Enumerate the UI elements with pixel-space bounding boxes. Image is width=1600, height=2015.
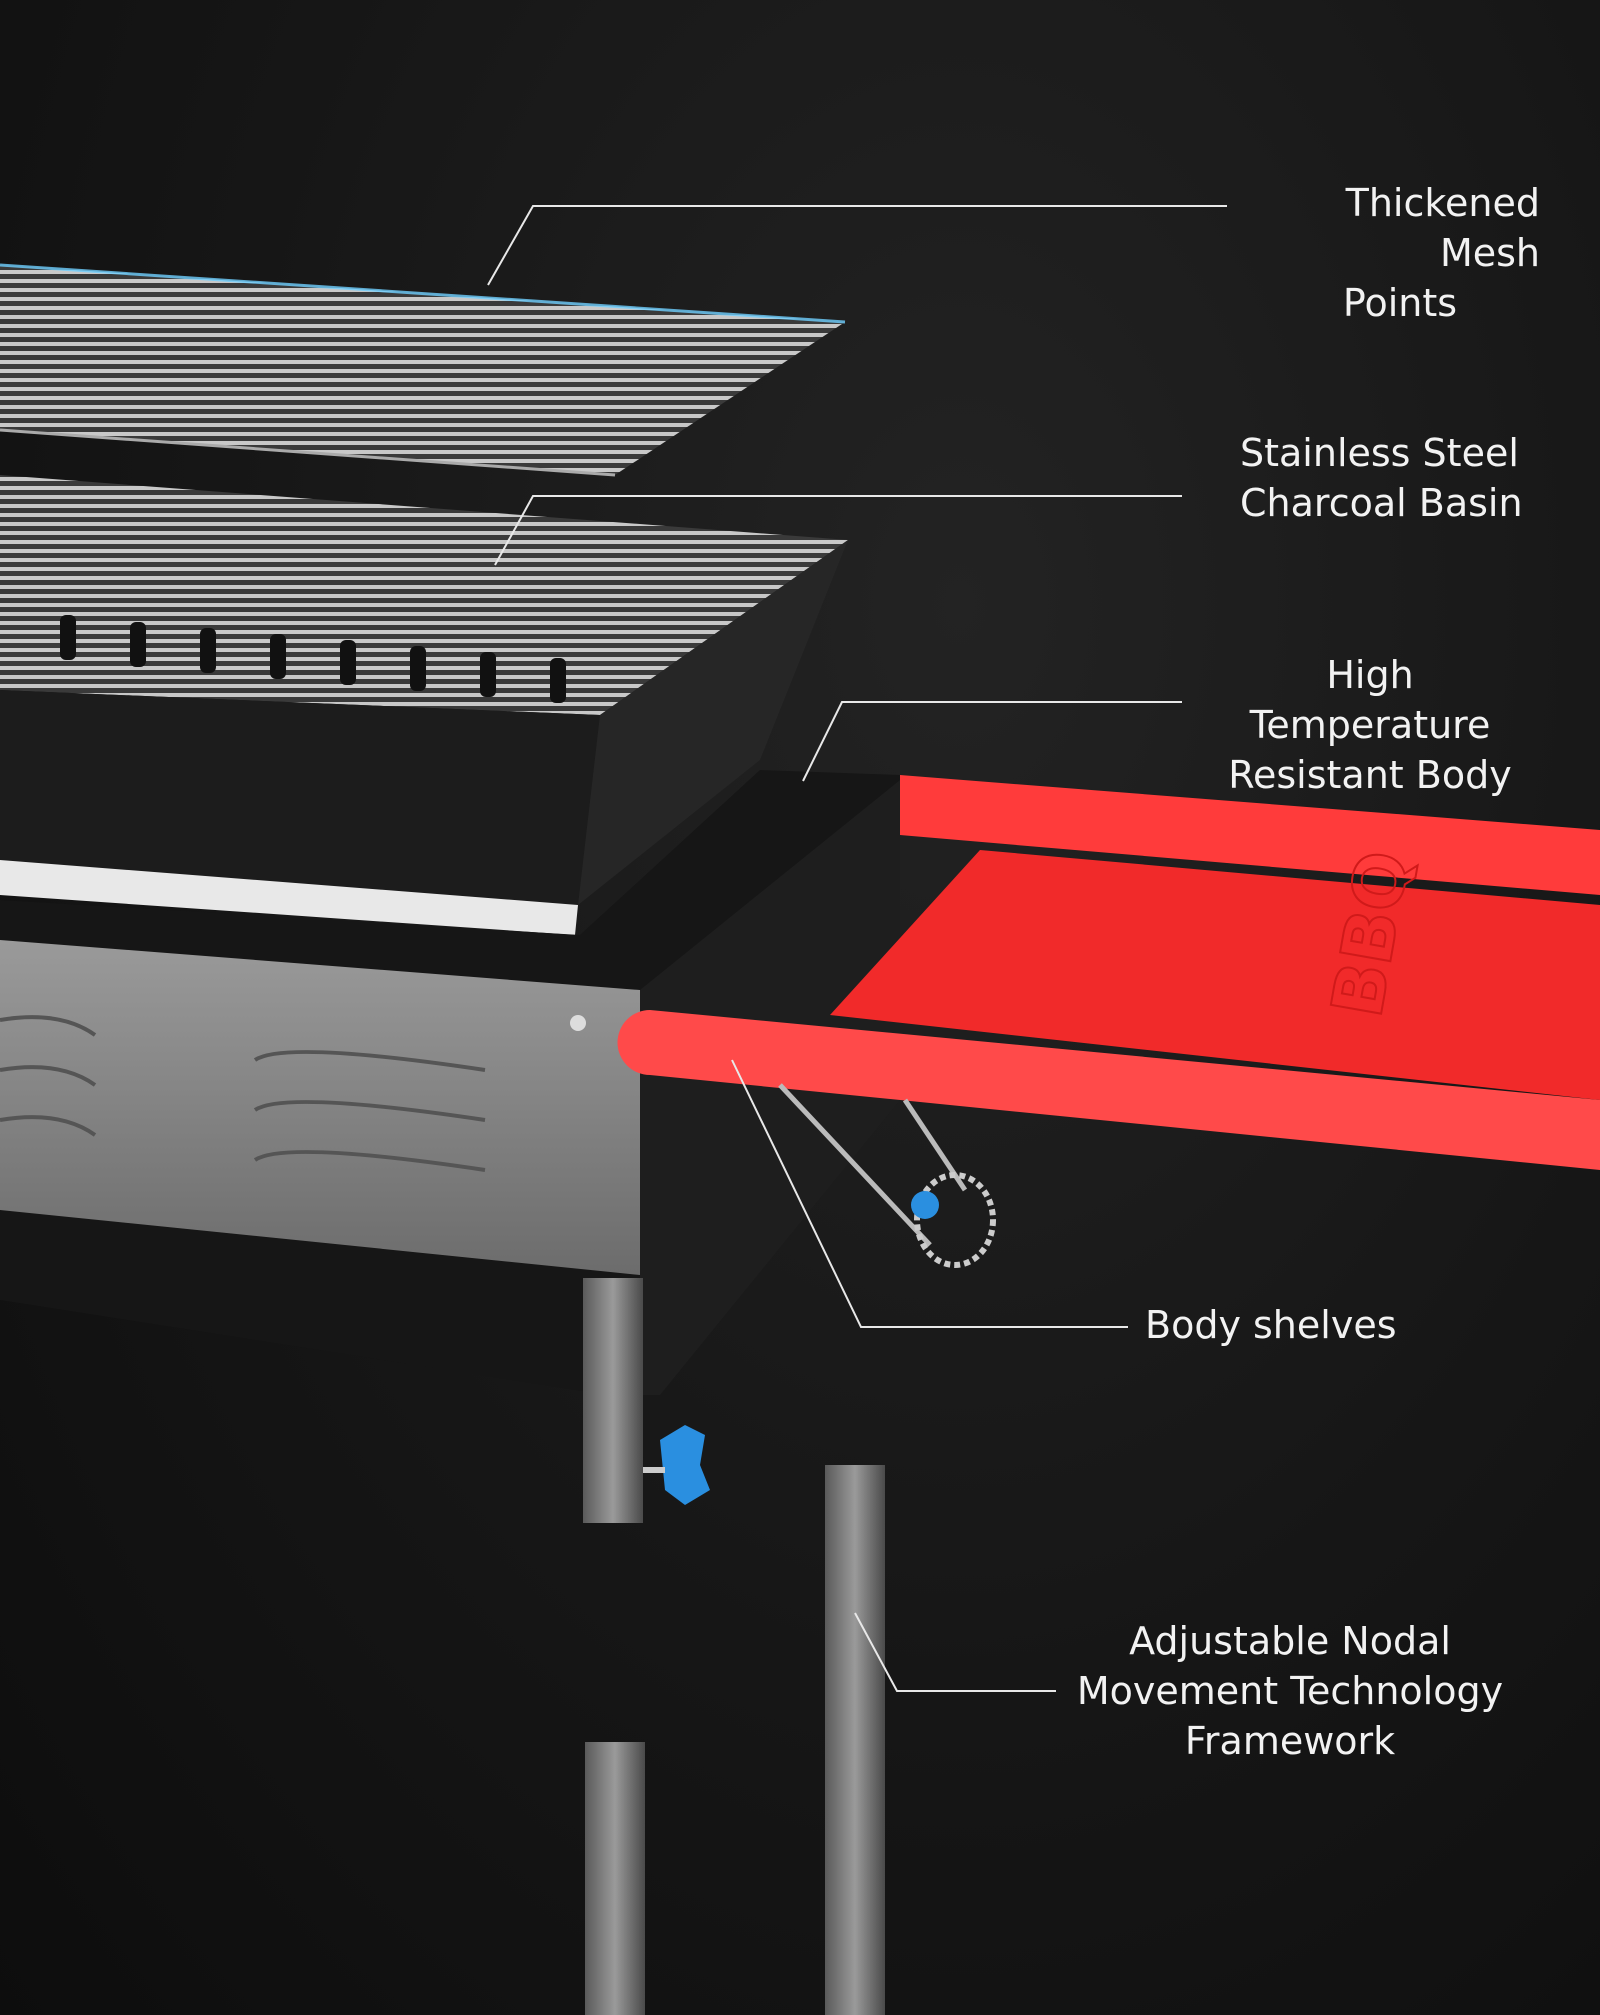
- callout-text: High Temperature: [1249, 653, 1491, 747]
- callout-resistant-body: High Temperature Resistant Body: [1200, 650, 1540, 800]
- callout-text: Points: [1342, 281, 1458, 325]
- charcoal-basin: [0, 475, 848, 935]
- callout-charcoal-basin: Stainless Steel Charcoal Basin: [1240, 428, 1523, 528]
- callout-text: Body shelves: [1145, 1303, 1397, 1347]
- callout-thickened-mesh: Thickened Mesh Points: [1240, 178, 1540, 328]
- callout-text: Framework: [1184, 1719, 1396, 1763]
- callout-text: Resistant Body: [1228, 753, 1512, 797]
- callout-text: Adjustable Nodal: [1129, 1619, 1451, 1663]
- spring-handle: [778, 1083, 996, 1268]
- grill-body: [0, 770, 900, 1400]
- adjustable-frame-legs: [583, 1278, 885, 2015]
- callout-text: Stainless Steel: [1240, 431, 1519, 475]
- callout-text: Charcoal Basin: [1240, 481, 1523, 525]
- callout-body-shelves: Body shelves: [1145, 1300, 1397, 1350]
- callout-lines: [487, 205, 1227, 1692]
- callout-text: Movement Technology: [1076, 1669, 1504, 1713]
- callout-adjustable-framework: Adjustable Nodal Movement Technology Fra…: [1070, 1616, 1510, 1766]
- knob-icon: [660, 1425, 710, 1505]
- callout-text: Thickened Mesh: [1345, 181, 1540, 275]
- thickened-mesh-grate: [0, 263, 846, 477]
